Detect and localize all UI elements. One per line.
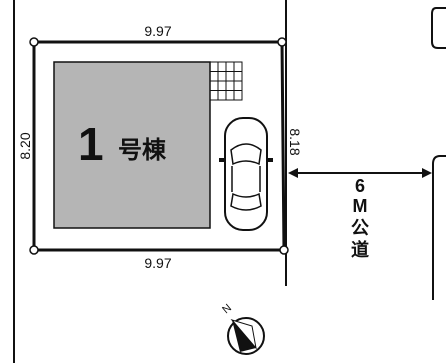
corner-marker	[29, 245, 39, 255]
road-name-char-1: 公	[351, 218, 369, 238]
neighbor-lot-bottom-right	[432, 155, 446, 300]
dimension-bottom: 9.97	[144, 255, 171, 271]
dimension-top: 9.97	[144, 23, 171, 39]
corner-marker	[279, 245, 289, 255]
north-compass-icon: N	[220, 302, 265, 355]
grid-hatch	[209, 61, 243, 101]
corner-marker	[277, 37, 287, 47]
north-label: N	[220, 302, 234, 316]
dimension-right: 8.18	[287, 128, 303, 155]
corner-marker	[29, 37, 39, 47]
car-icon	[219, 117, 273, 231]
dimension-left: 8.20	[17, 132, 33, 159]
road-width-arrow	[288, 168, 432, 178]
building-suffix: 号棟	[118, 137, 167, 164]
neighbor-lot-top-right	[431, 7, 446, 49]
road-width-value: 6	[355, 176, 365, 196]
road-name-char-2: 道	[351, 239, 369, 260]
building-number: 1	[78, 118, 104, 170]
building-footprint	[53, 61, 211, 229]
road-width-unit: M	[353, 196, 368, 216]
